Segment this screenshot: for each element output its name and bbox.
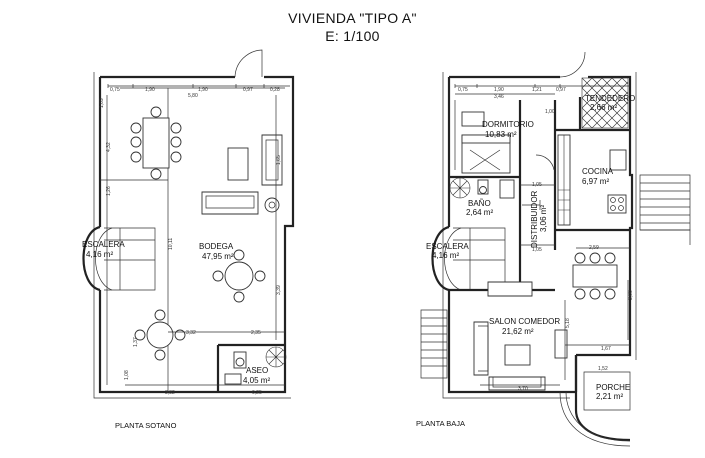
sotano-dim-bottom-3: 0,25 xyxy=(252,390,262,396)
sotano-dim-right-1: 3,39 xyxy=(276,285,282,295)
drawing-title: VIVIENDA "TIPO A" xyxy=(288,10,417,26)
sotano-dim-bottom-1: 3,82 xyxy=(165,390,175,396)
baja-escalera-name: ESCALERA xyxy=(426,242,469,251)
cocina-name: COCINA xyxy=(582,167,614,176)
sotano-dim-top-1: 0,75 xyxy=(110,87,120,93)
baja-escalera-area: 4,16 m² xyxy=(432,251,459,260)
baja-dim-top-4: 0,97 xyxy=(556,87,566,93)
sotano-dim-left-1: 4,32 xyxy=(106,142,112,152)
sotano-dim-top-4: 1,90 xyxy=(198,87,208,93)
sotano-dim-top-2: 1,90 xyxy=(145,87,155,93)
sotano-dim-center: 10,11 xyxy=(168,238,174,250)
baja-dim-porche: 1,52 xyxy=(598,366,608,372)
porche-name: PORCHE xyxy=(596,383,630,392)
bano-area: 2,64 m² xyxy=(466,208,493,217)
salon-name: SALON COMEDOR xyxy=(489,317,560,326)
sotano-dim-right-2: 1,65 xyxy=(276,155,282,165)
dormitorio-area: 10,83 m² xyxy=(485,130,517,139)
sotano-dim-top-6: 0,28 xyxy=(270,87,280,93)
sotano-dim-inner-3: 2,35 xyxy=(251,330,261,336)
sotano-dim-inner-1: 3,32 xyxy=(186,330,196,336)
sotano-aseo-area: 4,05 m² xyxy=(243,376,270,385)
sotano-aseo-name: ASEO xyxy=(246,366,268,375)
baja-dim-top-2: 1,90 xyxy=(494,87,504,93)
baja-dim-top-1: 0,75 xyxy=(458,87,468,93)
baja-spiral-stair xyxy=(449,177,471,199)
sotano-dim-top-5: 0,97 xyxy=(243,87,253,93)
cocina-area: 6,97 m² xyxy=(582,177,609,186)
baja-plan: 0,75 1,90 1,21 0,97 3,46 1,05 2,59 1,05 … xyxy=(416,51,691,447)
sotano-dim-left-2: 1,26 xyxy=(106,186,112,196)
baja-caption: PLANTA BAJA xyxy=(416,419,465,428)
sotano-bodega-area: 47,95 m² xyxy=(202,252,234,261)
sotano-dim-bottom-2: 1,08 xyxy=(124,370,130,380)
baja-dim-top-3: 1,21 xyxy=(532,87,542,93)
sotano-caption: PLANTA SOTANO xyxy=(115,421,177,430)
sotano-dim-inner-2: 1,37 xyxy=(133,337,139,347)
sotano-escalera-name: ESCALERA xyxy=(82,240,125,249)
sotano-plan: 0,75 1,90 5,80 1,90 0,97 0,28 4,32 1,26 … xyxy=(82,49,295,430)
baja-dim-dist-1: 1,05 xyxy=(532,182,542,188)
tendedero-area: 2,66 m² xyxy=(590,103,617,112)
sotano-escalera-area: 4,16 m² xyxy=(86,250,113,259)
baja-dim-bottom: 3,70 xyxy=(518,386,528,392)
sotano-dim-left-3: 1,09 xyxy=(99,98,105,108)
porche-area: 2,21 m² xyxy=(596,392,623,401)
sotano-bodega-name: BODEGA xyxy=(199,242,234,251)
sotano-dim-top-3: 5,80 xyxy=(188,93,198,99)
baja-dim-cocina: 2,59 xyxy=(589,245,599,251)
baja-dim-salon-2: 5,18 xyxy=(565,318,571,328)
dormitorio-name: DORMITORIO xyxy=(482,120,534,129)
drawing-scale: E: 1/100 xyxy=(325,28,380,44)
baja-dim-salon-1: 1,67 xyxy=(601,346,611,352)
distribuidor-area: 3,06 m² xyxy=(539,205,548,232)
baja-dim-tend: 1,00 xyxy=(545,109,555,115)
distribuidor-name: DISTRIBUIDOR xyxy=(530,190,539,248)
tendedero-name: TENDEDERO xyxy=(585,94,635,103)
bano-name: BAÑO xyxy=(468,199,491,208)
baja-dim-top-5: 3,46 xyxy=(494,94,504,100)
salon-area: 21,62 m² xyxy=(502,327,534,336)
sotano-spiral-stair xyxy=(265,346,287,368)
baja-dim-dist-2: 1,05 xyxy=(532,247,542,253)
baja-dim-right: 3,00 xyxy=(628,290,634,300)
